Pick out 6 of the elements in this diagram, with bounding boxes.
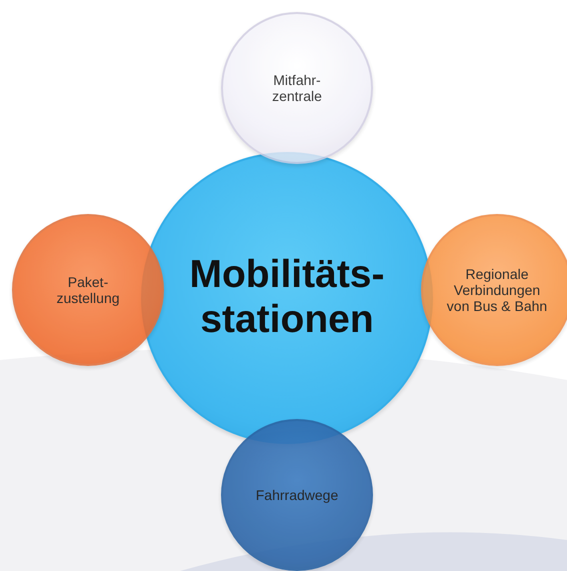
node-label: Mobilitäts- stationen <box>188 253 386 343</box>
node-label: Fahrradwege <box>254 486 340 504</box>
node-label: Regionale Verbindungen von Bus & Bahn <box>446 266 548 314</box>
node-label: Mitfahr- zentrale <box>271 72 323 104</box>
circle <box>421 214 567 366</box>
node-label: Paket- zustellung <box>55 274 121 306</box>
